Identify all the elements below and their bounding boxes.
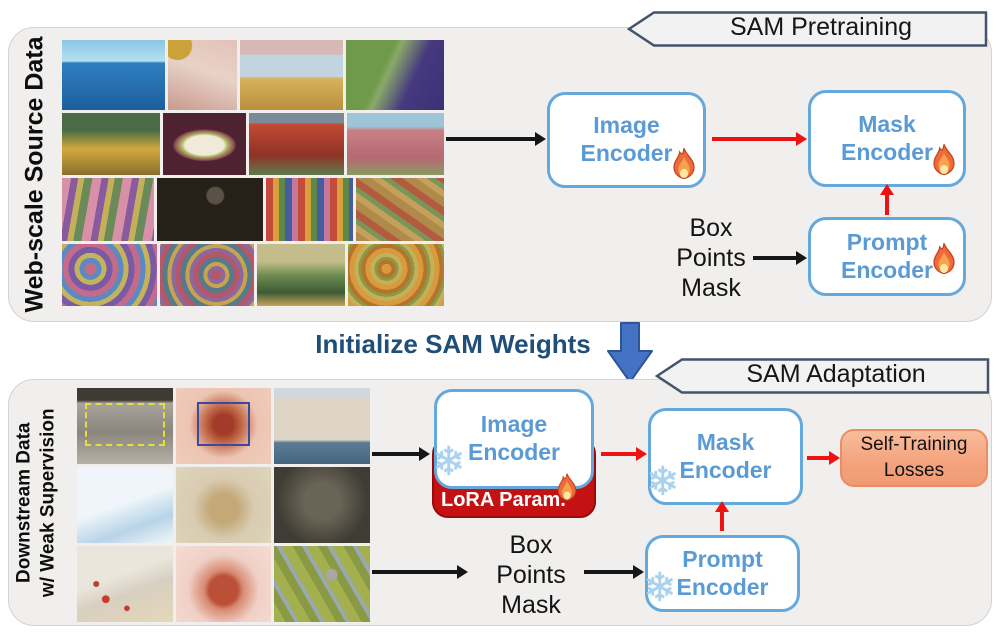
self-training-losses-label: Self-Training Losses — [860, 434, 968, 481]
thumbnail-aerial-cars — [355, 178, 444, 241]
thumbnail-toy-map — [274, 546, 370, 622]
adapt-prompt-encoder-box: Prompt Encoder — [645, 535, 800, 612]
arrow-mask-to-losses — [807, 456, 830, 460]
grid-row — [62, 178, 444, 241]
arrow-prompt-to-mask-encoder — [720, 511, 724, 531]
bottom-side-label-wrap: Downstream Data w/ Weak Supervision — [6, 379, 66, 626]
thumbnail-faint-lesion — [175, 467, 272, 543]
prompt-types-text: Box Points Mask — [496, 531, 566, 619]
thumbnail-dark-floor-objects — [274, 467, 370, 543]
adapt-mask-encoder-box: Mask Encoder — [648, 408, 803, 505]
downstream-image-grid — [77, 388, 370, 622]
thumbnail-ocean — [62, 40, 165, 110]
source-image-grid — [62, 40, 444, 306]
grid-row — [62, 112, 444, 176]
arrow-data-to-image-encoder — [446, 137, 536, 141]
thumbnail-flowers-dots — [77, 546, 173, 622]
arrow-data-to-prompts — [372, 570, 458, 574]
down-block-arrow-icon — [607, 322, 653, 383]
pennant-shape — [654, 358, 990, 394]
fire-icon — [933, 243, 955, 275]
thumbnail-confetti — [160, 243, 254, 306]
thumbnail-table-scene — [274, 388, 370, 464]
thumbnail-seal — [77, 467, 173, 543]
snowflake-icon: ❄ — [643, 565, 677, 611]
pennant-shape — [626, 11, 988, 47]
weak-label-yellow-box — [84, 403, 166, 446]
downstream-data-label: Downstream Data w/ Weak Supervision — [13, 408, 58, 597]
thumbnail-market — [256, 243, 345, 306]
thumbnail-shrine — [249, 112, 344, 176]
prompt-encoder-label: Prompt Encoder — [840, 228, 934, 283]
prompt-encoder-label: Prompt Encoder — [676, 545, 769, 600]
grid-row — [62, 40, 444, 110]
snowflake-icon: ❄ — [432, 439, 466, 485]
thumbnail-orange-pile — [347, 243, 444, 306]
thumbnail-mosaic — [62, 243, 158, 306]
thumbnail-cart — [62, 112, 161, 176]
arrow-data-to-image-encoder — [372, 452, 420, 456]
thumbnail-lesion-blue-box — [175, 388, 272, 464]
fire-icon — [673, 148, 695, 180]
thumbnail-room — [346, 40, 444, 110]
top-side-label-wrap: Web-scale Source Data — [8, 27, 62, 322]
adaptation-banner-label: SAM Adaptation — [746, 360, 926, 388]
mask-encoder-label: Mask Encoder — [840, 110, 934, 165]
thumbnail-moth-weak-box — [77, 388, 173, 464]
arrow-image-to-mask-encoder — [601, 452, 637, 456]
pretraining-banner-label: SAM Pretraining — [729, 13, 913, 41]
image-encoder-label: Image Encoder — [467, 411, 561, 465]
thumbnail-pink-closeup — [167, 40, 237, 110]
thumbnail-pink-lesion — [175, 546, 272, 622]
initialize-sam-weights-label: Initialize SAM Weights — [315, 329, 591, 359]
grid-row — [62, 243, 444, 306]
thumbnail-shelves — [265, 178, 353, 241]
pretraining-banner: SAM Pretraining — [626, 10, 990, 48]
fire-icon — [933, 144, 955, 176]
thumbnail-food-plate — [163, 112, 247, 176]
arrow-prompt-to-mask-encoder — [885, 194, 889, 215]
thumbnail-basketball — [157, 178, 263, 241]
lora-param-label: LoRA Param. — [441, 489, 566, 511]
fire-icon — [557, 473, 577, 501]
web-scale-source-data-label: Web-scale Source Data — [20, 36, 49, 313]
self-training-losses-box: Self-Training Losses — [840, 429, 988, 487]
arrow-image-to-mask-encoder — [712, 137, 797, 141]
arrow-prompts-to-prompt-encoder — [584, 570, 634, 574]
adaptation-banner: SAM Adaptation — [654, 357, 992, 395]
adapt-image-encoder-box: Image Encoder — [434, 389, 594, 489]
mask-encoder-label: Mask Encoder — [679, 428, 772, 483]
image-encoder-label: Image Encoder — [580, 112, 673, 166]
arrow-prompts-to-prompt-encoder — [753, 256, 797, 260]
weak-label-blue-box — [196, 401, 251, 446]
thumbnail-tram — [346, 112, 444, 176]
snowflake-icon: ❄ — [646, 459, 680, 505]
thumbnail-carnival — [62, 178, 155, 241]
thumbnail-airplane — [239, 40, 344, 110]
prompt-types-text: Box Points Mask — [676, 214, 746, 302]
